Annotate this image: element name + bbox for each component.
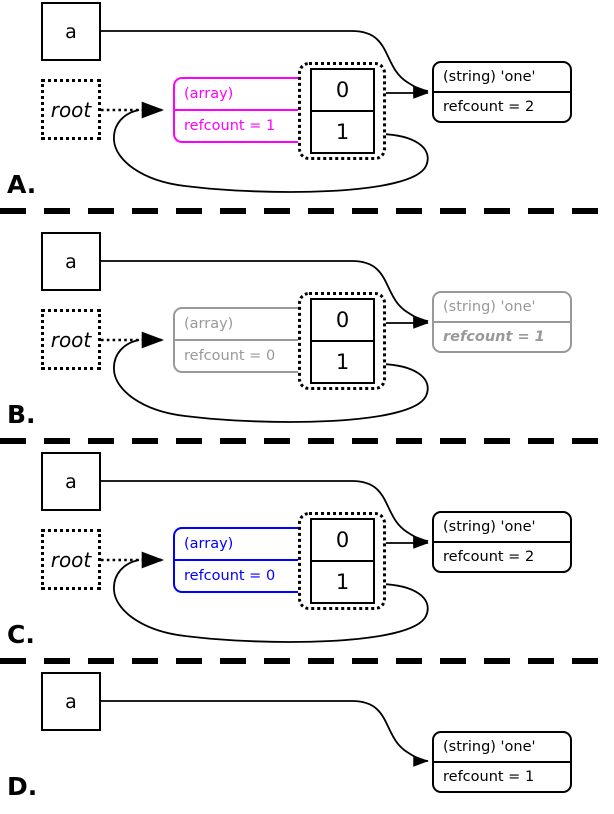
array-cell-1: 1 <box>335 350 350 374</box>
array-cells-panel-c: 0 1 <box>310 518 375 604</box>
array-cells-panel-b: 0 1 <box>310 298 375 384</box>
root-label: root <box>50 327 92 352</box>
edge-cell1-loop-c <box>113 559 429 643</box>
array-zval-panel-a: (array) refcount = 1 <box>173 77 313 143</box>
root-box-panel-a: root <box>41 79 101 140</box>
string-zval-panel-b: (string) 'one' refcount = 1 <box>432 291 572 353</box>
edge-cell1-loop-a <box>113 109 429 193</box>
array-cell-1: 1 <box>335 120 350 144</box>
panel-label-c: C. <box>7 620 35 649</box>
string-zval-panel-c: (string) 'one' refcount = 2 <box>432 511 572 573</box>
string-zval-panel-d: (string) 'one' refcount = 1 <box>432 731 572 793</box>
array-type-label: (array) <box>175 79 311 111</box>
array-cells-panel-a: 0 1 <box>310 68 375 154</box>
string-zval-panel-a: (string) 'one' refcount = 2 <box>432 61 572 123</box>
array-cell-1: 1 <box>335 570 350 594</box>
array-refcount-label: refcount = 1 <box>184 118 276 134</box>
array-refcount-label: refcount = 0 <box>184 568 276 584</box>
string-refcount-label: refcount = 1 <box>443 769 535 785</box>
array-cell-0: 0 <box>312 70 373 112</box>
panel-label-a: A. <box>7 170 37 199</box>
array-cell-0: 0 <box>312 520 373 562</box>
panel-label-b: B. <box>7 400 36 429</box>
root-box-panel-c: root <box>41 529 101 590</box>
variable-label: a <box>65 250 77 273</box>
variable-box-a-panel-c: a <box>41 452 101 511</box>
array-zval-panel-c: (array) refcount = 0 <box>173 527 313 593</box>
variable-label: a <box>65 470 77 493</box>
variable-box-a-panel-b: a <box>41 232 101 291</box>
string-type-label: (string) 'one' <box>434 293 570 323</box>
root-label: root <box>50 547 92 572</box>
array-type-label: (array) <box>175 529 311 561</box>
array-refcount-label: refcount = 0 <box>184 348 276 364</box>
array-type-label: (array) <box>175 309 311 341</box>
string-type-label: (string) 'one' <box>434 513 570 543</box>
string-type-label: (string) 'one' <box>434 733 570 763</box>
variable-label: a <box>65 690 77 713</box>
variable-box-a-panel-d: a <box>41 672 101 731</box>
root-box-panel-b: root <box>41 309 101 370</box>
string-refcount-label: refcount = 2 <box>443 549 535 565</box>
string-refcount-label: refcount = 2 <box>443 99 535 115</box>
variable-box-a-panel-a: a <box>41 2 101 61</box>
root-label: root <box>50 97 92 122</box>
string-type-label: (string) 'one' <box>434 63 570 93</box>
variable-label: a <box>65 20 77 43</box>
edge-cell1-loop-b <box>113 339 429 423</box>
array-zval-panel-b: (array) refcount = 0 <box>173 307 313 373</box>
string-refcount-label: refcount = 1 <box>443 329 545 345</box>
edge-a-to-string-d <box>101 700 429 767</box>
array-cell-0: 0 <box>312 300 373 342</box>
panel-label-d: D. <box>7 772 38 801</box>
